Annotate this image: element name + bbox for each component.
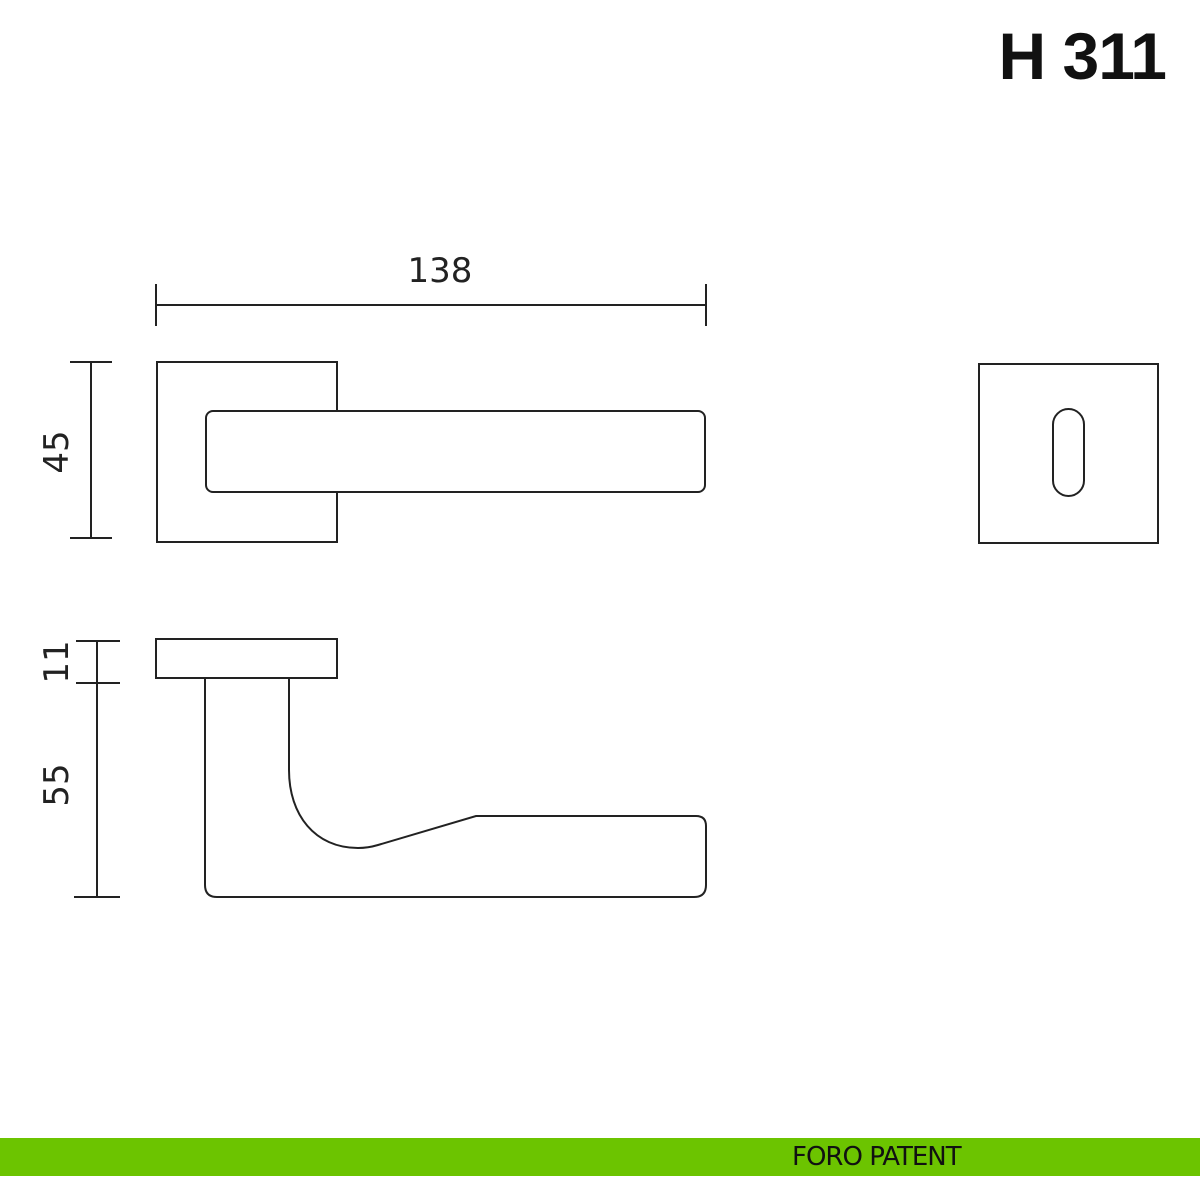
dimension-side: 11 55 xyxy=(37,640,120,898)
footer-bar: FORO PATENT xyxy=(0,1138,1200,1176)
dimension-rose-height: 45 xyxy=(37,361,112,539)
escutcheon-keyhole xyxy=(978,363,1159,544)
dimension-length-label: 138 xyxy=(408,251,473,291)
handle-side-view xyxy=(155,638,707,898)
dimension-rose-height-label: 45 xyxy=(37,430,77,473)
dimension-projection-label: 55 xyxy=(37,763,77,806)
dimension-rose-thickness-label: 11 xyxy=(37,640,77,683)
product-code: H 311 xyxy=(998,19,1167,93)
handle-front-view xyxy=(156,361,706,543)
footer-label: FORO PATENT xyxy=(792,1142,962,1172)
dimension-length: 138 xyxy=(155,251,707,326)
